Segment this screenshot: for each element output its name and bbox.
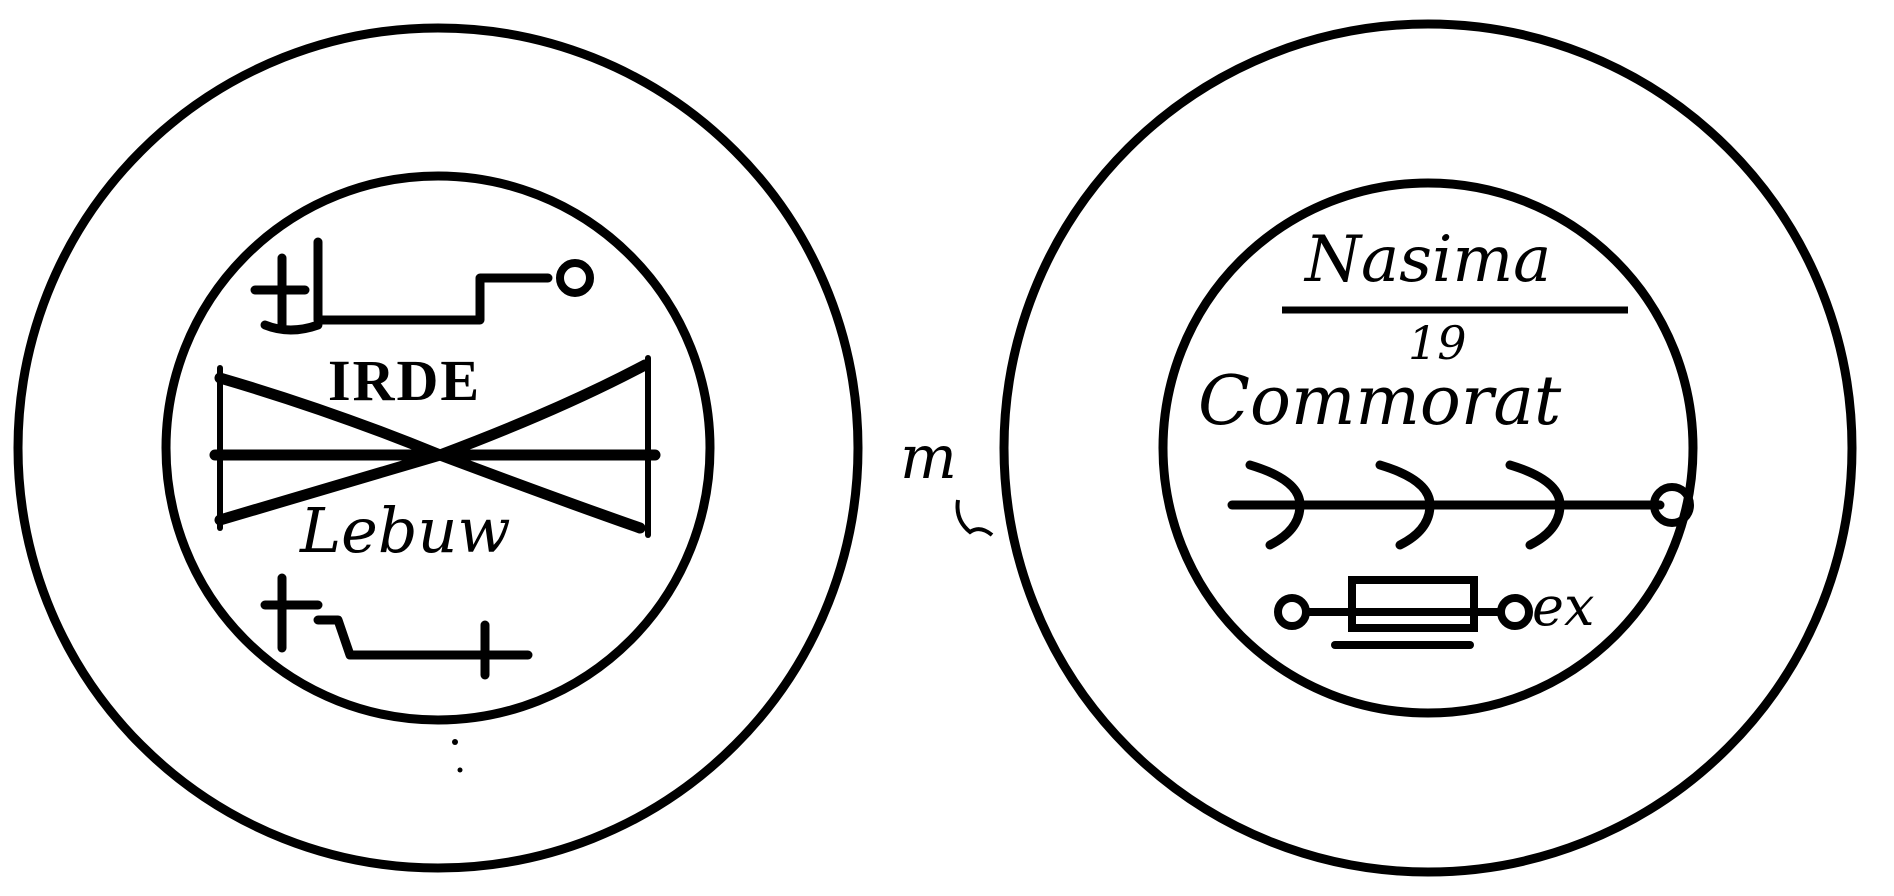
- right-bottom-sigil: [1278, 580, 1529, 645]
- left-upper-word: IRDE: [328, 352, 481, 410]
- left-bottom-sigil: [265, 578, 528, 675]
- left-top-sigil: [255, 242, 590, 330]
- stray-dot: [452, 739, 458, 745]
- right-seal: [1004, 24, 1852, 872]
- right-middle-sigil: [1232, 465, 1690, 545]
- left-seal: [18, 28, 858, 868]
- right-outer-ring: [1004, 24, 1852, 872]
- right-suffix: ex: [1532, 580, 1594, 634]
- between-glyph: m: [900, 428, 957, 488]
- left-outer-ring: [18, 28, 858, 868]
- between-hook-mark: [958, 500, 993, 535]
- right-middle-word: Commorat: [1198, 368, 1561, 436]
- stray-dot-2: [458, 768, 463, 773]
- left-inner-ring: [166, 176, 710, 720]
- left-lower-word: Lebuw: [300, 500, 511, 562]
- right-top-word: Nasima: [1305, 228, 1551, 292]
- right-number: 19: [1408, 320, 1467, 366]
